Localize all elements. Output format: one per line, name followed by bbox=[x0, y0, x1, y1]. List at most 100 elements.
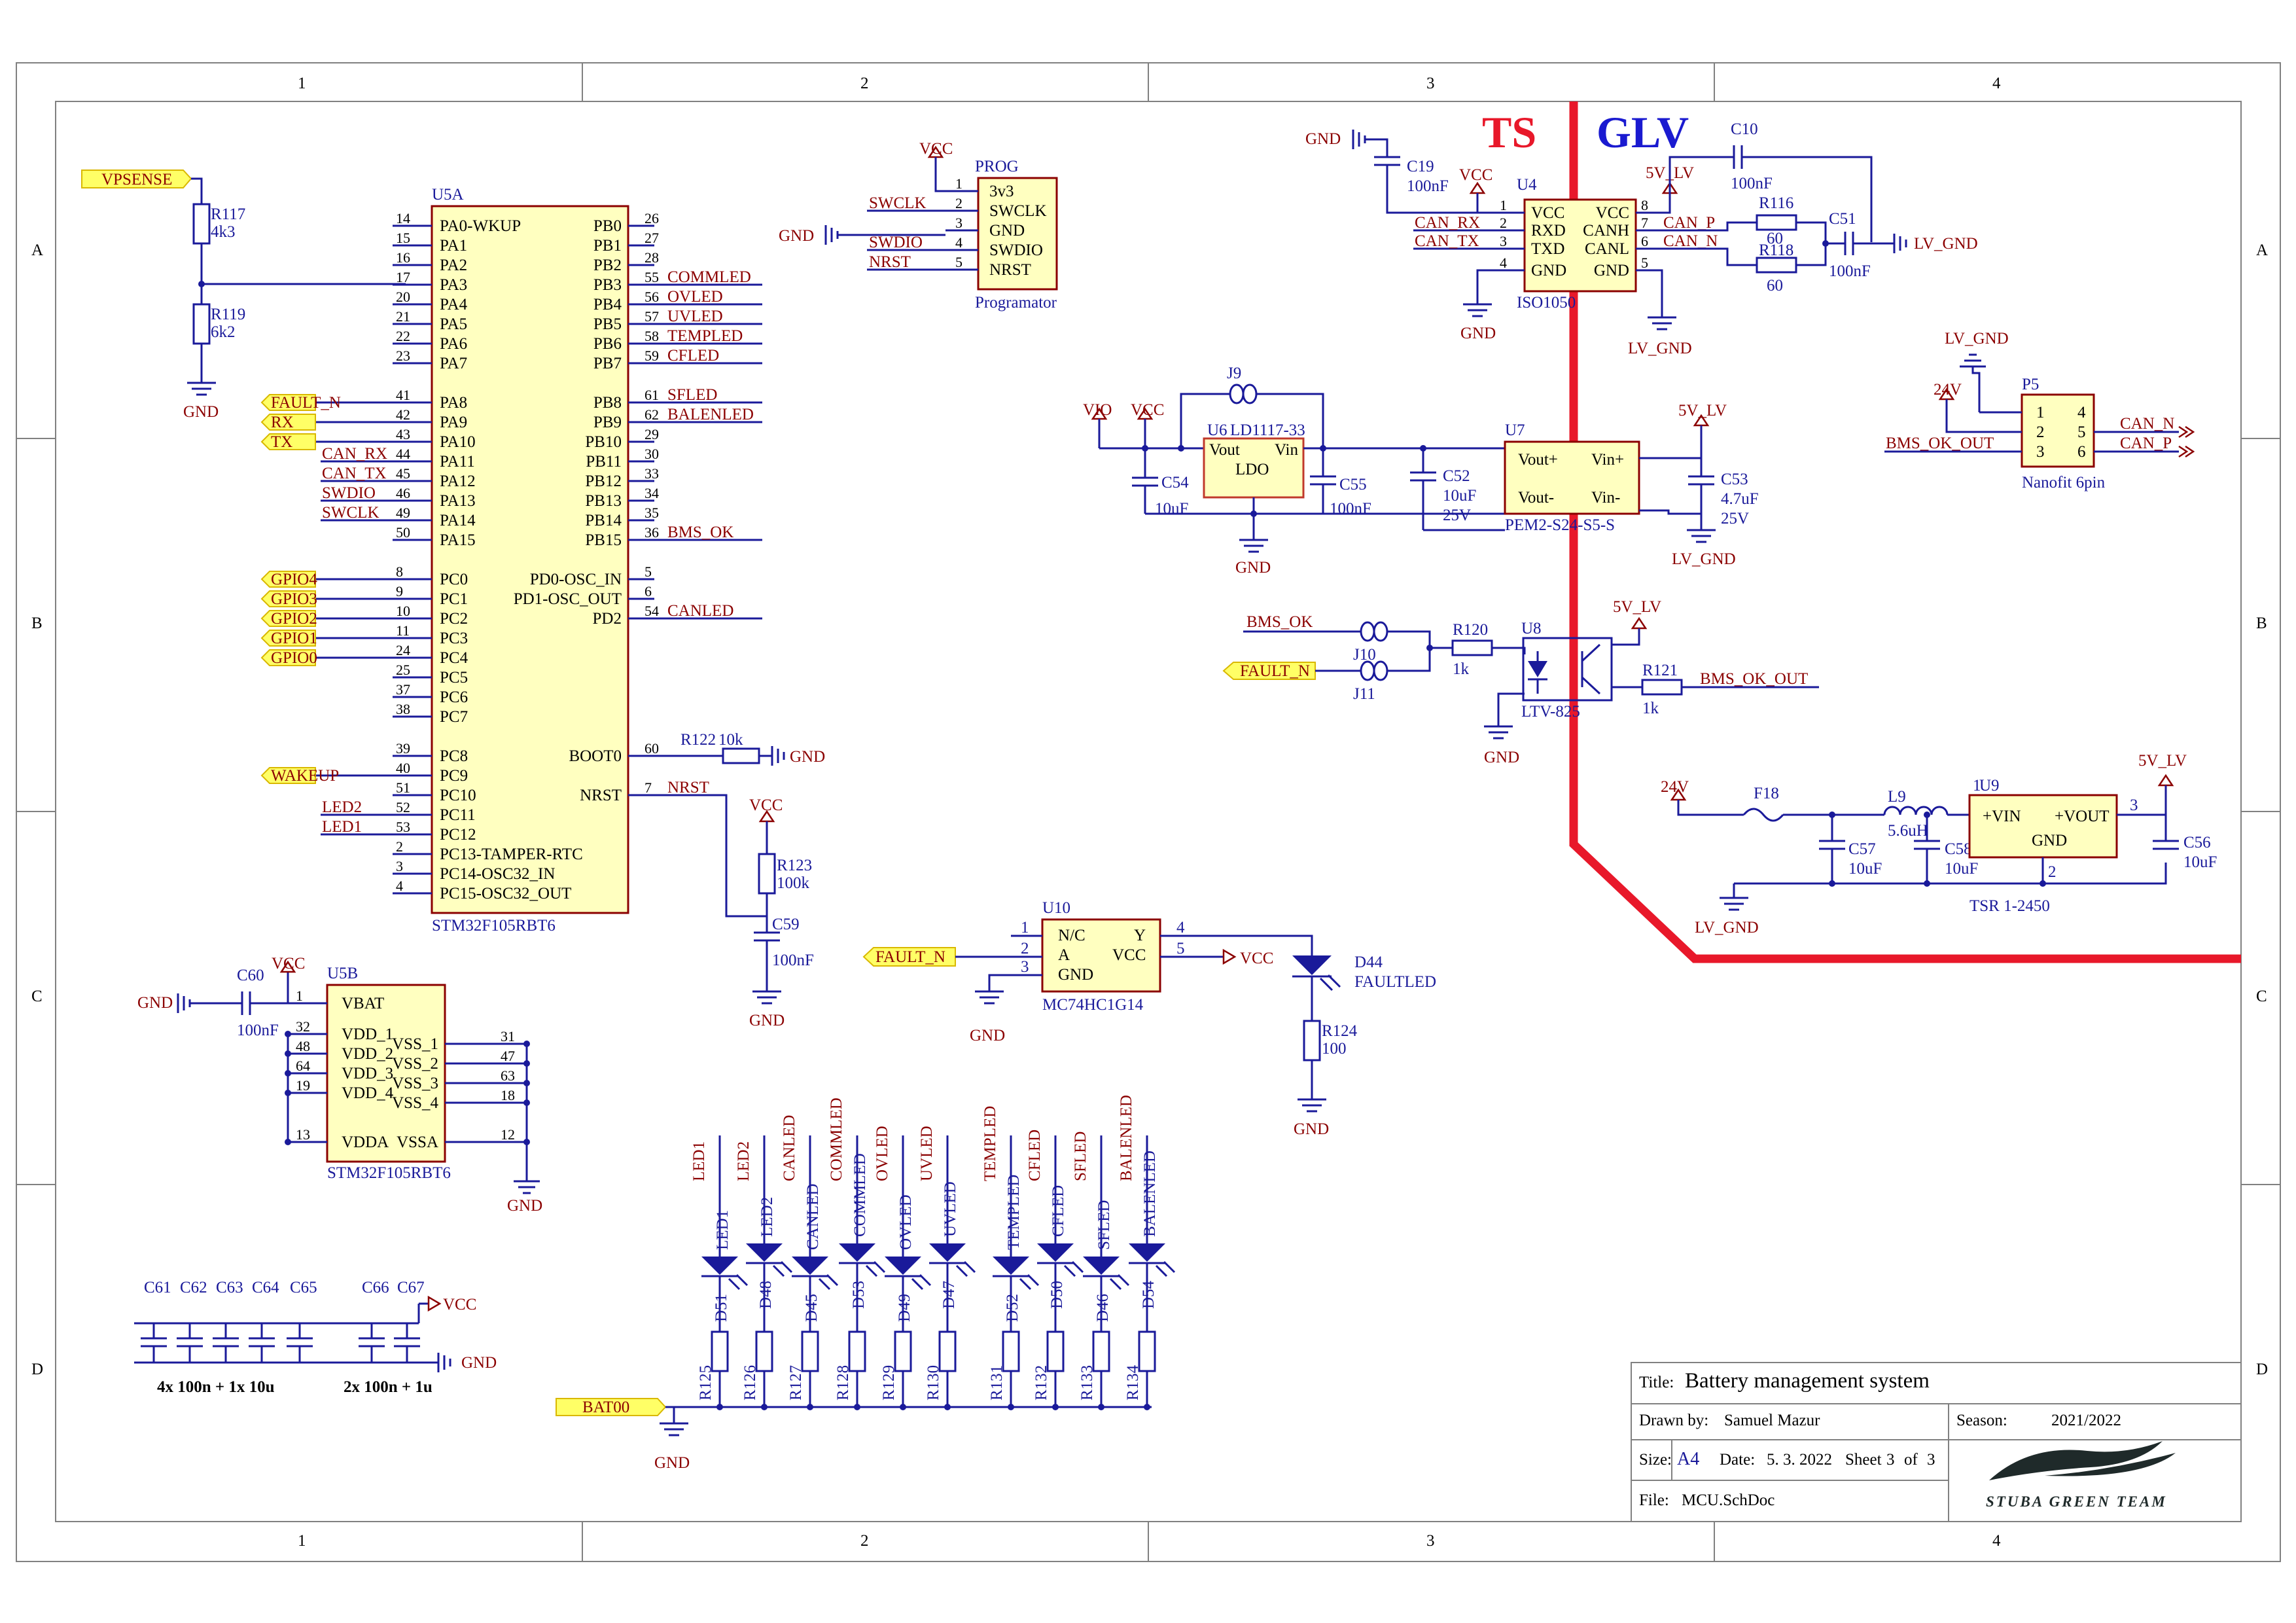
r120-ref: R120 bbox=[1453, 621, 1488, 639]
u4-pin-name: VCC bbox=[1596, 204, 1629, 222]
mcu-net-port-label: GPIO2 bbox=[271, 610, 317, 628]
size-value: A4 bbox=[1677, 1449, 1699, 1469]
u5a-pin-number: 10 bbox=[396, 603, 410, 619]
col-label-bottom: 1 bbox=[298, 1532, 306, 1550]
decap-note-2: 2x 100n + 1u bbox=[344, 1378, 433, 1396]
u5a-pin-number: 53 bbox=[396, 819, 410, 835]
u5a-pin-name: PB15 bbox=[585, 531, 622, 549]
u9-gnd: GND bbox=[2032, 832, 2067, 849]
prog-pin-number: 1 bbox=[955, 175, 963, 192]
col-label-bottom: 3 bbox=[1426, 1532, 1435, 1550]
r122-resistor bbox=[722, 747, 760, 764]
u5b-pin-number: 63 bbox=[501, 1067, 515, 1084]
u4-body bbox=[1523, 198, 1637, 293]
sheet-of-label: of bbox=[1904, 1451, 1918, 1469]
tsr-pin1: 1 bbox=[1973, 777, 1981, 794]
drawn-label: Drawn by: bbox=[1639, 1412, 1708, 1429]
p5-pin-number: 3 bbox=[2036, 443, 2045, 461]
j10-ref: J10 bbox=[1353, 646, 1376, 664]
u5a-pin-name: NRST bbox=[580, 787, 622, 804]
row-label-left: C bbox=[31, 988, 43, 1005]
u5a-pin-number: 33 bbox=[645, 465, 659, 482]
decap-ref: C64 bbox=[252, 1279, 279, 1296]
led-resistor bbox=[894, 1330, 912, 1372]
decap-ref: C65 bbox=[290, 1279, 317, 1296]
p5-can-n: CAN_N bbox=[2120, 415, 2174, 433]
prog-vcc: VCC bbox=[919, 140, 953, 158]
u5a-pin-number: 55 bbox=[645, 269, 659, 285]
r118-value: 60 bbox=[1767, 277, 1783, 294]
c19-gnd: GND bbox=[1305, 130, 1341, 148]
prog-pin-name: SWCLK bbox=[989, 202, 1047, 220]
led-name: CANLED bbox=[804, 1184, 822, 1250]
led-ref: D46 bbox=[1094, 1294, 1112, 1322]
decap-ref: C66 bbox=[362, 1279, 389, 1296]
col-label-top: 1 bbox=[298, 75, 306, 92]
tsr-converter: 24V F18 L9 5.6uH C57 10uF C58 10uF 1 U9 … bbox=[1661, 752, 2217, 936]
led-diode bbox=[1083, 1257, 1120, 1275]
u6-body bbox=[1203, 437, 1305, 499]
led-diode bbox=[839, 1243, 875, 1262]
led-net-label: UVLED bbox=[918, 1126, 936, 1181]
col-label-bottom: 2 bbox=[860, 1532, 869, 1550]
boot-reset: R122 10k GND VCC R123 100k C59 100nF GND bbox=[654, 731, 825, 1029]
mcu-net-port-label: GPIO1 bbox=[271, 630, 317, 647]
u4-pin-name: CANH bbox=[1583, 222, 1629, 240]
u5a-pin-name: PC10 bbox=[440, 787, 476, 804]
led-resistor bbox=[801, 1330, 819, 1372]
u5b-ref: U5B bbox=[327, 965, 358, 982]
u4-ref: U4 bbox=[1517, 176, 1537, 194]
f18-ref: F18 bbox=[1754, 785, 1779, 802]
u5a-pin-number: 21 bbox=[396, 308, 410, 325]
led-name: LED1 bbox=[714, 1210, 732, 1250]
u4-pin-name: TXD bbox=[1531, 240, 1564, 258]
fault-logic: FAULT_N U10 MC74HC1G14 N/C A GND Y VCC 1… bbox=[862, 899, 1436, 1138]
c10-ref: C10 bbox=[1731, 120, 1758, 138]
u6-body-label: LDO bbox=[1235, 461, 1269, 478]
led-resistor-ref: R129 bbox=[880, 1365, 898, 1400]
c19-value: 100nF bbox=[1407, 177, 1449, 195]
c56-value: 10uF bbox=[2183, 853, 2217, 871]
r119-value: 6k2 bbox=[211, 323, 236, 341]
led-resistor-ref: R134 bbox=[1124, 1364, 1142, 1400]
u5a-pin-number: 56 bbox=[645, 289, 659, 305]
u5a-pin-number: 52 bbox=[396, 799, 410, 815]
r119-ref: R119 bbox=[211, 306, 245, 323]
vbat-decoupling: GND C60 100nF VCC bbox=[137, 955, 327, 1039]
mcu-net-port bbox=[260, 394, 316, 411]
led-name: TEMPLED bbox=[1005, 1175, 1023, 1250]
u5a-pin-number: 24 bbox=[396, 642, 410, 658]
u5b-pin-name: VDD_2 bbox=[342, 1045, 393, 1063]
c56-ref: C56 bbox=[2183, 834, 2211, 851]
u5a-pin-number: 44 bbox=[396, 446, 410, 462]
u5a-pin-number: 58 bbox=[645, 328, 659, 344]
tsr-pin3: 3 bbox=[2130, 796, 2138, 814]
led-ref: D54 bbox=[1140, 1280, 1157, 1309]
power-supply: VIO VCC J9 C54 10uF U6 LD1117-33 Vout Vi… bbox=[1083, 365, 1759, 577]
u4-pin-name: GND bbox=[1594, 262, 1629, 279]
r123-value: 100k bbox=[777, 874, 810, 892]
r121-value: 1k bbox=[1642, 700, 1659, 717]
u5a-pin-name: PB14 bbox=[585, 512, 622, 529]
led-name: BALENLED bbox=[1141, 1150, 1159, 1237]
c54-value: 10uF bbox=[1155, 500, 1188, 518]
u5a-pin-name: PA6 bbox=[440, 335, 467, 353]
c58-value: 10uF bbox=[1945, 860, 1978, 878]
u4-pin-name: GND bbox=[1531, 262, 1566, 279]
status-leds: LED1LED1D51R125LED2LED2D48R126CANLEDCANL… bbox=[556, 1095, 1176, 1472]
title-value: Battery management system bbox=[1685, 1369, 1930, 1393]
u8-ref: U8 bbox=[1521, 620, 1542, 637]
u8-part: LTV-825 bbox=[1521, 703, 1580, 721]
row-label-right: C bbox=[2256, 988, 2267, 1005]
u6-vin: Vin bbox=[1275, 441, 1298, 459]
glv-label: GLV bbox=[1597, 107, 1689, 157]
r118-ref: R118 bbox=[1759, 241, 1793, 259]
led-name: LED2 bbox=[758, 1197, 776, 1237]
prog-desc: Programator bbox=[975, 294, 1057, 312]
c51-ref: C51 bbox=[1829, 210, 1856, 228]
l9-ref: L9 bbox=[1888, 788, 1906, 806]
u5a-pin-number: 9 bbox=[396, 583, 403, 599]
c54-ref: C54 bbox=[1161, 474, 1189, 491]
